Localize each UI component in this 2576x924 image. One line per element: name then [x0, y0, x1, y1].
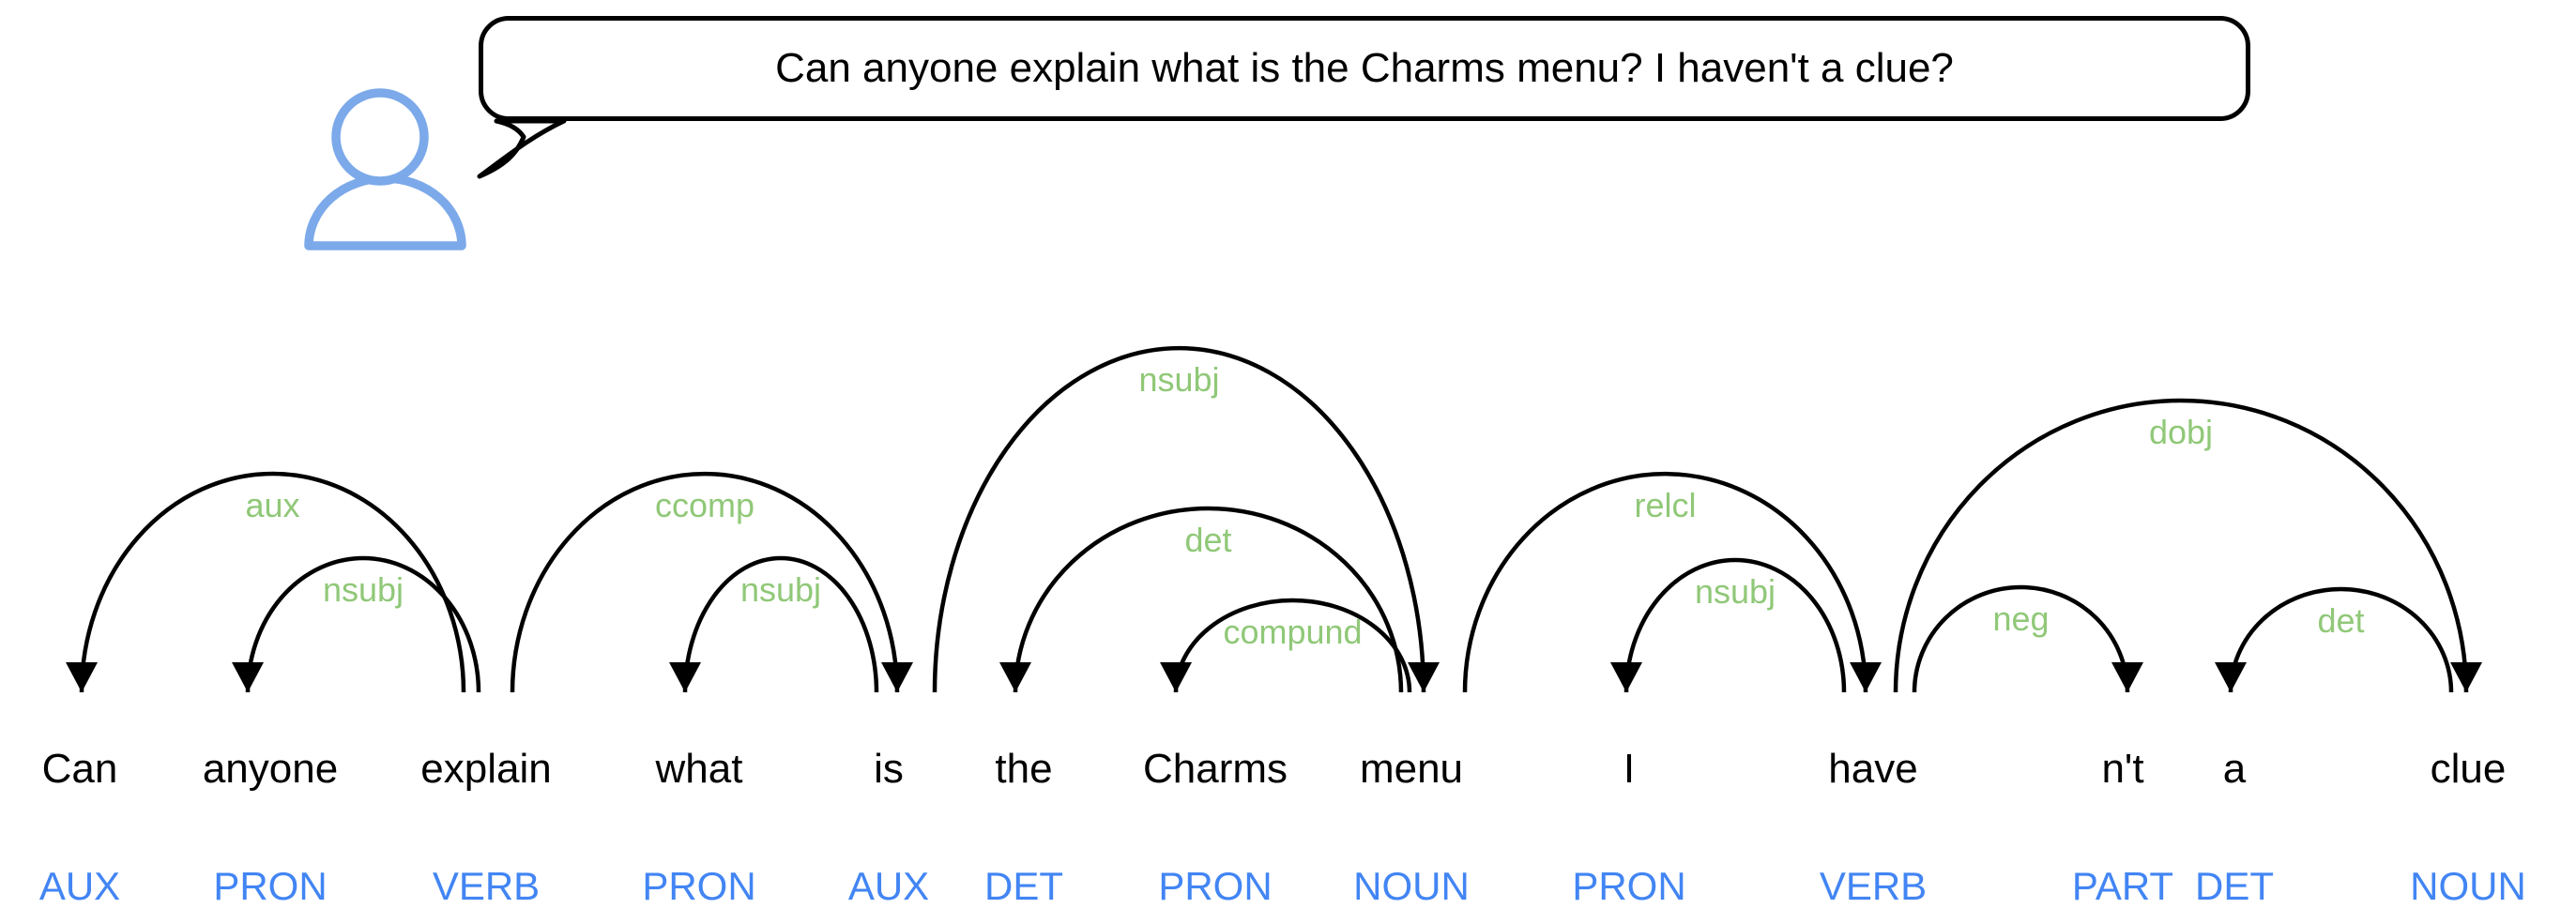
dependency-arc — [510, 471, 900, 693]
dependency-arcs-group — [66, 345, 2482, 693]
dependency-arc — [2228, 586, 2454, 693]
arc-arrowhead-icon — [881, 662, 913, 692]
pos-tag: NOUN — [1353, 864, 1470, 908]
arc-arrowhead-icon — [232, 662, 264, 692]
person-body — [304, 174, 466, 250]
token-word: n't — [2101, 746, 2144, 792]
pos-tag: PRON — [642, 864, 756, 908]
pos-tag: PRON — [1158, 864, 1273, 908]
token-word: Charms — [1142, 746, 1288, 792]
pos-tag: PRON — [1572, 864, 1686, 908]
dependency-label: dobj — [2148, 413, 2214, 451]
arc-arrowhead-icon — [1610, 662, 1642, 692]
pos-tag: AUX — [38, 864, 121, 908]
dependency-label: nsubj — [739, 570, 822, 609]
token-word: a — [2222, 746, 2247, 792]
dependency-arc — [245, 555, 481, 693]
pos-tag: NOUN — [2410, 864, 2526, 908]
speech-bubble-text: Can anyone explain what is the Charms me… — [775, 45, 1954, 91]
dependency-label: neg — [1992, 599, 2050, 638]
dependency-label: relcl — [1634, 486, 1697, 524]
dependency-arc — [1893, 398, 2469, 693]
arc-arrowhead-icon — [999, 662, 1031, 692]
pos-tag: AUX — [847, 864, 930, 908]
token-word: the — [995, 746, 1053, 792]
person-head — [331, 88, 429, 186]
arc-arrowhead-icon — [1408, 662, 1440, 692]
token-word: is — [874, 746, 904, 792]
dependency-label: nsubj — [1694, 572, 1776, 611]
dependency-label: nsubj — [322, 570, 404, 609]
dependency-arc — [1623, 557, 1847, 693]
token-word: explain — [420, 746, 552, 792]
pos-tag: PRON — [213, 864, 328, 908]
speech-bubble: Can anyone explain what is the Charms me… — [479, 16, 2250, 121]
token-word: have — [1828, 746, 1918, 792]
dependency-arc — [1462, 471, 1868, 693]
dependency-label: compund — [1223, 613, 1363, 651]
pos-tag: DET — [2195, 864, 2274, 908]
token-word: anyone — [202, 746, 339, 792]
token-word: menu — [1359, 746, 1464, 792]
dependency-label: det — [1184, 521, 1232, 559]
dependency-arc — [932, 345, 1426, 693]
arc-arrowhead-icon — [1850, 662, 1882, 692]
dependency-arc — [1013, 506, 1404, 693]
dependency-arc — [1912, 584, 2130, 693]
dependency-label: aux — [245, 486, 300, 524]
pos-tag: PART — [2071, 864, 2174, 908]
token-word: I — [1623, 746, 1636, 792]
dependency-label: nsubj — [1138, 360, 1220, 399]
speech-bubble-tail — [477, 118, 567, 179]
person-icon — [304, 88, 466, 250]
dependency-arc — [682, 555, 879, 693]
dependency-label: det — [2317, 601, 2365, 640]
token-word: what — [655, 746, 743, 792]
pos-tag: DET — [984, 864, 1063, 908]
pos-tag: VERB — [1819, 864, 1928, 908]
arc-arrowhead-icon — [669, 662, 701, 692]
token-word: Can — [41, 746, 118, 792]
dependency-arc — [79, 471, 466, 693]
arc-arrowhead-icon — [2111, 662, 2143, 692]
arc-arrowhead-icon — [2450, 662, 2482, 692]
pos-tag: VERB — [432, 864, 541, 908]
arc-arrowhead-icon — [1160, 662, 1192, 692]
arc-arrowhead-icon — [66, 662, 98, 692]
dependency-label: ccomp — [654, 486, 755, 524]
dependency-arc — [1173, 598, 1412, 693]
token-word: clue — [2430, 746, 2507, 792]
arc-arrowhead-icon — [2215, 662, 2247, 692]
